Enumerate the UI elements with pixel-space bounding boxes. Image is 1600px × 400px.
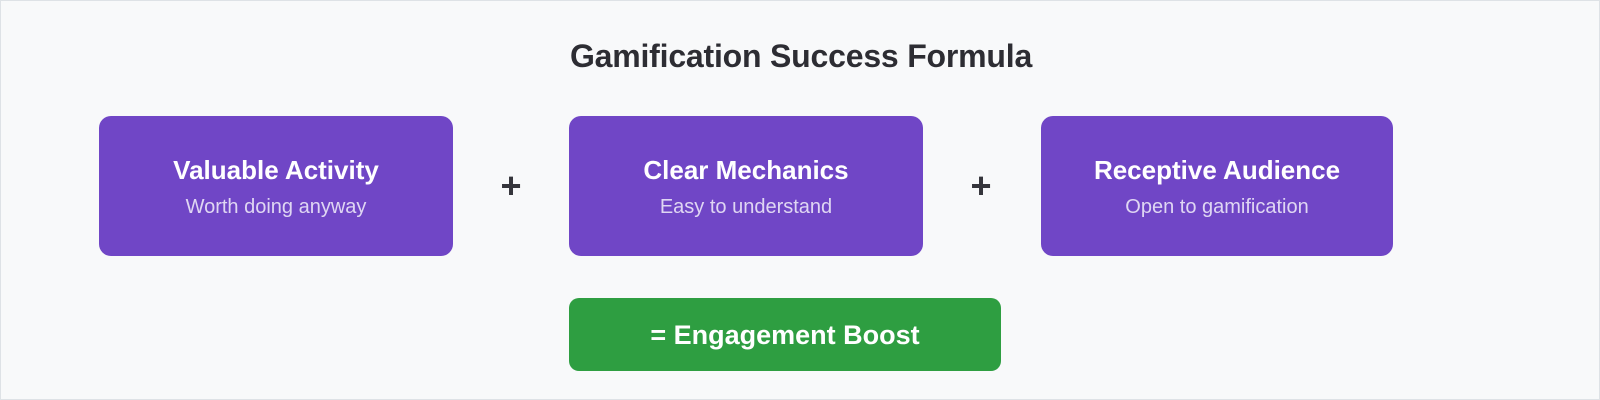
factor-card-valuable-activity: Valuable Activity Worth doing anyway (99, 116, 453, 256)
factor-description: Open to gamification (1125, 195, 1309, 218)
factor-label: Clear Mechanics (643, 154, 849, 185)
result-label: = Engagement Boost (650, 319, 920, 350)
page-title: Gamification Success Formula (569, 38, 1033, 74)
factor-label: Receptive Audience (1093, 154, 1341, 185)
factor-card-receptive-audience: Receptive Audience Open to gamification (1041, 116, 1393, 256)
plus-icon: + (500, 165, 522, 206)
plus-icon: + (970, 165, 992, 206)
factor-description: Worth doing anyway (185, 195, 367, 218)
factor-card-clear-mechanics: Clear Mechanics Easy to understand (569, 116, 923, 256)
formula-factor-row: Valuable Activity Worth doing anyway + C… (99, 116, 1393, 256)
result-card-engagement-boost: = Engagement Boost (569, 298, 1001, 371)
factor-label: Valuable Activity (173, 154, 379, 185)
factor-description: Easy to understand (659, 195, 833, 218)
